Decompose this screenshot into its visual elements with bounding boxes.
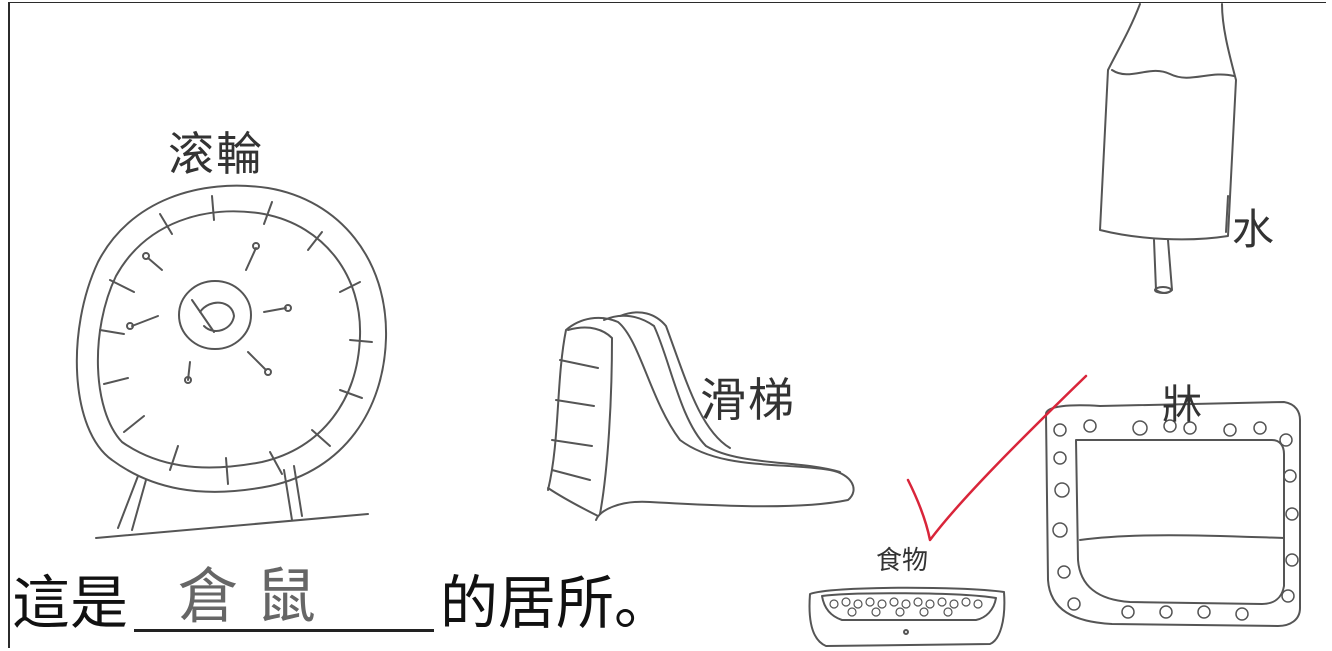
page-frame — [8, 2, 1326, 648]
water-bottle-icon — [1099, 3, 1237, 294]
handwritten-answer: 倉鼠 — [178, 562, 335, 632]
fill-in-sentence: 這是 倉鼠 的居所。 — [12, 562, 672, 640]
answer-blank[interactable]: 倉鼠 — [134, 562, 435, 632]
sentence-prefix: 這是 — [12, 569, 129, 637]
label-water: 水 — [1232, 205, 1277, 254]
exercise-wheel-icon — [75, 184, 388, 539]
label-slide: 滑梯 — [700, 373, 796, 427]
label-food: 食物 — [876, 546, 929, 576]
slide-icon — [547, 311, 855, 521]
food-bowl-icon — [808, 586, 1006, 647]
check-mark-icon — [906, 374, 1088, 542]
sentence-suffix: 的居所。 — [440, 569, 673, 637]
label-bed: 牀 — [1162, 382, 1204, 428]
bed-icon — [1045, 401, 1301, 627]
label-wheel: 滚輪 — [168, 127, 264, 181]
